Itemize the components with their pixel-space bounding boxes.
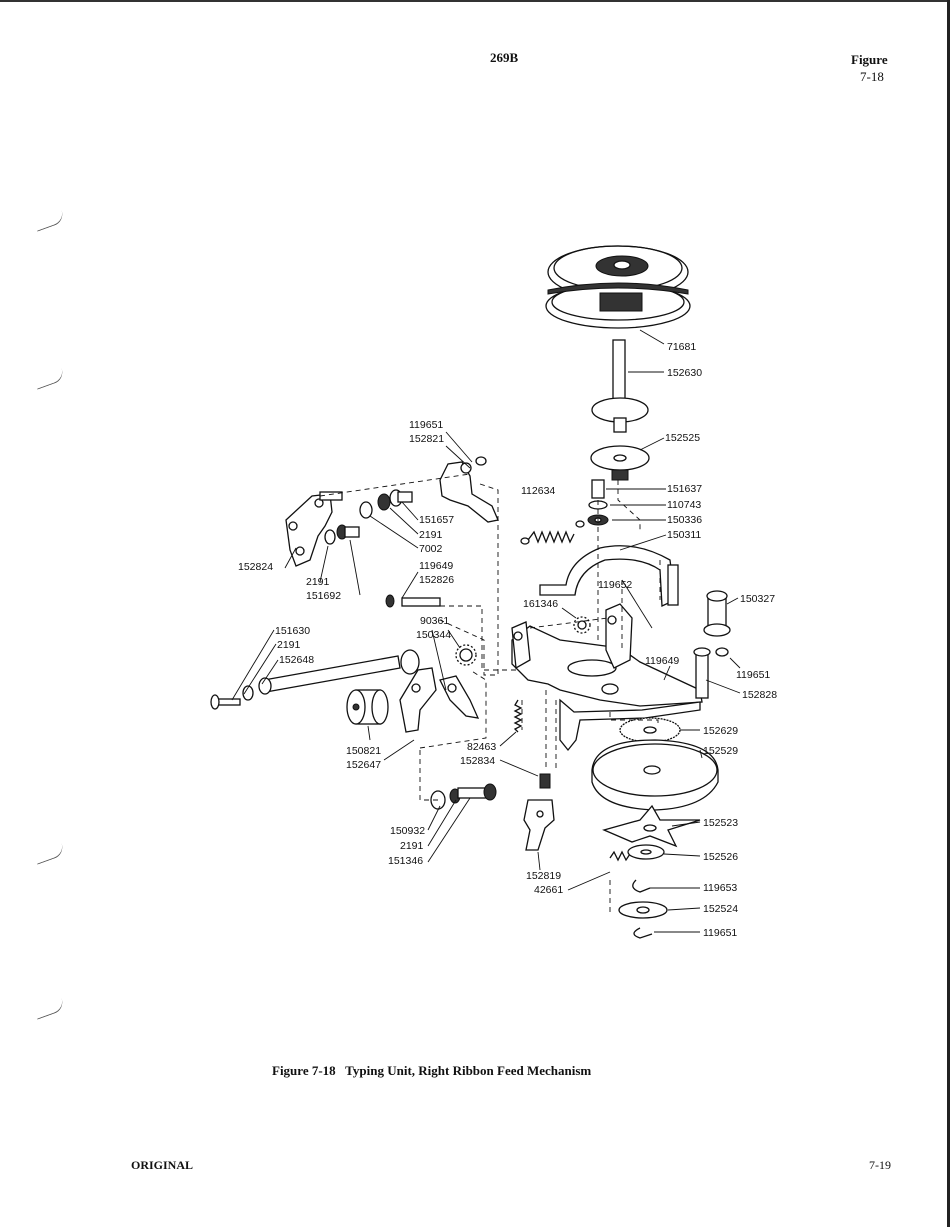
footer-left: ORIGINAL <box>131 1158 194 1172</box>
label-150344: 150344 <box>416 629 451 641</box>
label-119651-a: 119651 <box>409 419 443 431</box>
label-152826: 152826 <box>419 574 454 586</box>
label-2191-c: 2191 <box>277 639 301 651</box>
label-152824: 152824 <box>238 561 273 573</box>
leader-lines <box>231 329 741 933</box>
label-152630: 152630 <box>667 367 702 379</box>
levers <box>399 667 480 733</box>
upper-bracket <box>439 456 499 523</box>
plate <box>285 491 343 567</box>
label-152525: 152525 <box>665 432 700 444</box>
label-119651-b: 119651 <box>736 669 770 681</box>
label-112634: 112634 <box>521 485 555 497</box>
part-labels: 71681 152630 152525 151637 110743 150336… <box>238 341 777 939</box>
label-161346: 161346 <box>523 598 558 610</box>
scan-right-edge <box>947 0 950 1227</box>
washer <box>590 445 650 481</box>
figure-caption: Figure 7-18 Typing Unit, Right Ribbon Fe… <box>272 1063 592 1078</box>
label-90361: 90361 <box>420 615 449 627</box>
label-2191-b: 2191 <box>306 576 330 588</box>
roller <box>346 689 389 725</box>
label-152648: 152648 <box>279 654 314 666</box>
lower-parts <box>609 844 668 939</box>
label-110743: 110743 <box>667 499 701 511</box>
label-119649-b: 119649 <box>645 655 679 667</box>
spindle <box>591 339 649 433</box>
label-119652: 119652 <box>598 579 632 591</box>
figure-number: 7-18 <box>860 69 884 84</box>
label-152647: 152647 <box>346 759 381 771</box>
label-7002: 7002 <box>419 543 443 555</box>
alignment-lines <box>319 473 661 912</box>
star-wheel <box>602 804 701 848</box>
label-152821: 152821 <box>409 433 444 445</box>
label-152819: 152819 <box>526 870 561 882</box>
latch <box>523 799 555 851</box>
scan-top-edge <box>0 0 950 2</box>
label-152529: 152529 <box>703 745 738 757</box>
label-152526: 152526 <box>703 851 738 863</box>
label-71681: 71681 <box>667 341 696 353</box>
label-151637: 151637 <box>667 483 702 495</box>
spool-post <box>693 590 731 699</box>
small-gear <box>455 644 477 666</box>
label-150932: 150932 <box>390 825 425 837</box>
label-152828: 152828 <box>742 689 777 701</box>
label-152523: 152523 <box>703 817 738 829</box>
label-150311: 150311 <box>667 529 701 541</box>
page-number: 7-19 <box>869 1158 891 1172</box>
label-42661: 42661 <box>534 884 563 896</box>
label-151346: 151346 <box>388 855 423 867</box>
ribbon-spool <box>545 245 691 329</box>
document-code: 269B <box>490 50 519 65</box>
main-frame <box>511 603 703 752</box>
label-151630: 151630 <box>275 625 310 637</box>
label-151657: 151657 <box>419 514 454 526</box>
pin <box>385 594 441 608</box>
label-119651-c: 119651 <box>703 927 737 939</box>
bottom-screws <box>430 783 497 810</box>
screw-group <box>324 489 413 545</box>
label-119653: 119653 <box>703 882 737 894</box>
label-150327: 150327 <box>740 593 775 605</box>
drive-gears <box>591 717 719 811</box>
label-152834: 152834 <box>460 755 495 767</box>
gear <box>573 616 591 634</box>
label-82463: 82463 <box>467 741 496 753</box>
label-150336: 150336 <box>667 514 702 526</box>
label-152524: 152524 <box>703 903 738 915</box>
bracket <box>539 545 679 607</box>
spring <box>520 520 585 545</box>
label-119649-a: 119649 <box>419 560 453 572</box>
small-spring <box>513 699 523 733</box>
figure-word: Figure <box>851 52 888 67</box>
label-2191-a: 2191 <box>419 529 443 541</box>
label-150821: 150821 <box>346 745 381 757</box>
label-152629: 152629 <box>703 725 738 737</box>
label-151692: 151692 <box>306 590 341 602</box>
spring-clip <box>539 773 551 789</box>
shaft <box>210 649 420 710</box>
label-2191-d: 2191 <box>400 840 424 852</box>
